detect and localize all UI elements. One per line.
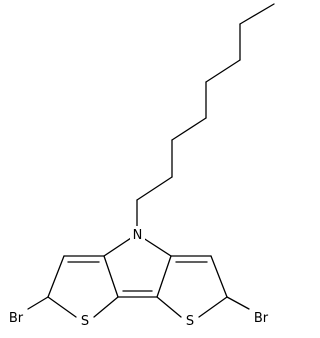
bond-chain-4	[171, 117, 207, 141]
nitrogen-label: N	[133, 228, 143, 243]
bond-chain-2	[136, 176, 173, 201]
atom-bromine-left: Br	[9, 311, 24, 326]
bond-s-c7a	[93, 296, 119, 318]
pyrrole-ring	[103, 233, 172, 298]
bond-chain-6	[205, 59, 241, 83]
bond-c3a-c7a	[103, 255, 119, 298]
molecule-structure-diagram: N S S Br Br	[9, 3, 275, 329]
sulfur-right-label: S	[186, 314, 194, 329]
bond-c6-br	[226, 296, 250, 310]
bond-c3-c2	[47, 255, 65, 298]
bond-c4a-c8a	[156, 255, 172, 298]
bond-c6-s	[198, 296, 228, 318]
bond-s-c8a	[156, 296, 182, 318]
octyl-chain	[136, 3, 275, 227]
bromine-right-label: Br	[254, 311, 269, 326]
atom-sulfur-right: S	[186, 314, 194, 329]
bond-c2-s	[47, 296, 77, 318]
bond-chain-8	[239, 3, 275, 25]
bromine-left-label: Br	[9, 311, 24, 326]
atom-sulfur-left: S	[81, 314, 89, 329]
bond-c2-br	[27, 296, 49, 310]
bond-c5-c6	[210, 255, 228, 298]
left-thiophene-ring	[27, 255, 119, 318]
right-thiophene-ring	[156, 255, 250, 318]
sulfur-left-label: S	[81, 314, 89, 329]
atom-bromine-right: Br	[254, 311, 269, 326]
atom-nitrogen: N	[130, 226, 145, 243]
